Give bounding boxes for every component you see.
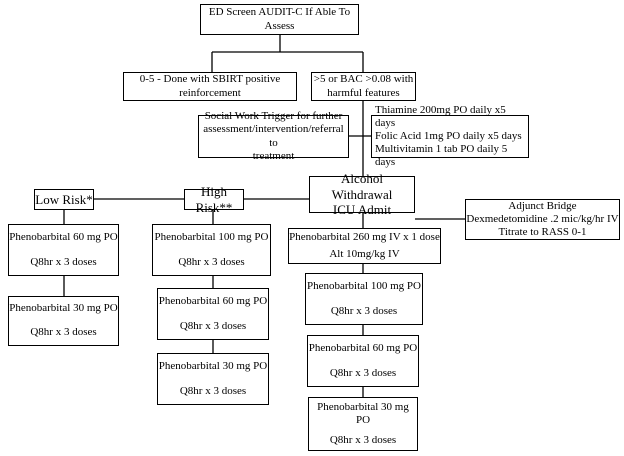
social-work-line-2: assessment/intervention/referral to	[203, 123, 344, 149]
low-score-line-1: 0-5 - Done with SBIRT positive	[139, 73, 281, 86]
vitamins-line-2: Folic Acid 1mg PO daily x5 days	[375, 129, 522, 142]
high-score-line-1: >5 or BAC >0.08 with	[313, 73, 414, 86]
audit-line-2: Assess	[264, 19, 295, 32]
icu-1-drug: Phenobarbital 260 mg IV x 1 dose	[289, 230, 440, 243]
icu-dose-4: Phenobarbital 30 mg PO Q8hr x 3 doses	[308, 397, 418, 451]
icu-admit-box: Alcohol Withdrawal ICU Admit	[309, 171, 415, 217]
low-risk-label: Low Risk*	[35, 191, 93, 207]
vitamins-line-1: Thiamine 200mg PO daily x5 days	[375, 103, 506, 129]
icu-3-frequency: Q8hr x 3 doses	[329, 366, 397, 379]
vitamins-box: Thiamine 200mg PO daily x5 days Folic Ac…	[371, 104, 529, 168]
high-3-drug: Phenobarbital 30 mg PO	[158, 359, 268, 372]
high-risk-dose-2: Phenobarbital 60 mg PO Q8hr x 3 doses	[157, 288, 269, 340]
icu-dose-2: Phenobarbital 100 mg PO Q8hr x 3 doses	[305, 273, 423, 325]
low-risk-dose-2: Phenobarbital 30 mg PO Q8hr x 3 doses	[8, 296, 119, 346]
adjunct-line-2: Dexmedetomidine .2 mic/kg/hr IV	[466, 212, 619, 225]
audit-line-1: ED Screen AUDIT-C If Able To	[208, 6, 351, 19]
icu-dose-1: Phenobarbital 260 mg IV x 1 dose Alt 10m…	[288, 228, 441, 264]
low-2-drug: Phenobarbital 30 mg PO	[9, 302, 118, 315]
adjunct-bridge-box: Adjunct Bridge Dexmedetomidine .2 mic/kg…	[465, 199, 620, 240]
low-2-frequency: Q8hr x 3 doses	[30, 326, 97, 339]
social-work-line-1: Social Work Trigger for further	[204, 110, 343, 123]
high-3-frequency: Q8hr x 3 doses	[179, 384, 247, 397]
low-score-box: 0-5 - Done with SBIRT positive reinforce…	[123, 72, 297, 101]
social-work-box: Social Work Trigger for further assessme…	[198, 110, 349, 162]
high-risk-label: High Risk**	[195, 183, 233, 215]
high-2-frequency: Q8hr x 3 doses	[179, 319, 247, 332]
icu-line-1: Alcohol Withdrawal	[331, 171, 393, 202]
adjunct-line-3: Titrate to RASS 0-1	[498, 226, 587, 239]
high-score-line-2: harmful features	[327, 86, 400, 99]
high-risk-dose-1: Phenobarbital 100 mg PO Q8hr x 3 doses	[152, 224, 271, 276]
high-2-drug: Phenobarbital 60 mg PO	[158, 294, 268, 307]
audit-box: ED Screen AUDIT-C If Able To Assess	[200, 4, 359, 35]
low-risk-dose-1: Phenobarbital 60 mg PO Q8hr x 3 doses	[8, 224, 119, 276]
icu-3-drug: Phenobarbital 60 mg PO	[308, 341, 418, 354]
social-work-line-3: treatment	[252, 149, 295, 162]
icu-2-frequency: Q8hr x 3 doses	[330, 304, 398, 317]
adjunct-line-1: Adjunct Bridge	[508, 199, 577, 212]
icu-2-drug: Phenobarbital 100 mg PO	[307, 279, 421, 292]
icu-4-drug: Phenobarbital 30 mg PO	[317, 401, 409, 427]
low-1-drug: Phenobarbital 60 mg PO	[9, 230, 118, 243]
high-1-drug: Phenobarbital 100 mg PO	[154, 230, 269, 243]
icu-line-2: ICU Admit	[332, 202, 392, 218]
high-risk-dose-3: Phenobarbital 30 mg PO Q8hr x 3 doses	[157, 353, 269, 405]
low-1-frequency: Q8hr x 3 doses	[30, 255, 97, 268]
icu-dose-3: Phenobarbital 60 mg PO Q8hr x 3 doses	[307, 335, 419, 387]
vitamins-line-3: Multivitamin 1 tab PO daily 5 days	[375, 143, 508, 169]
icu-4-frequency: Q8hr x 3 doses	[329, 433, 397, 446]
high-score-box: >5 or BAC >0.08 with harmful features	[311, 72, 416, 101]
high-risk-box: High Risk**	[184, 184, 244, 215]
low-score-line-2: reinforcement	[179, 86, 241, 99]
icu-1-alternative: Alt 10mg/kg IV	[329, 247, 400, 260]
high-1-frequency: Q8hr x 3 doses	[178, 255, 245, 268]
low-risk-box: Low Risk*	[34, 189, 94, 210]
